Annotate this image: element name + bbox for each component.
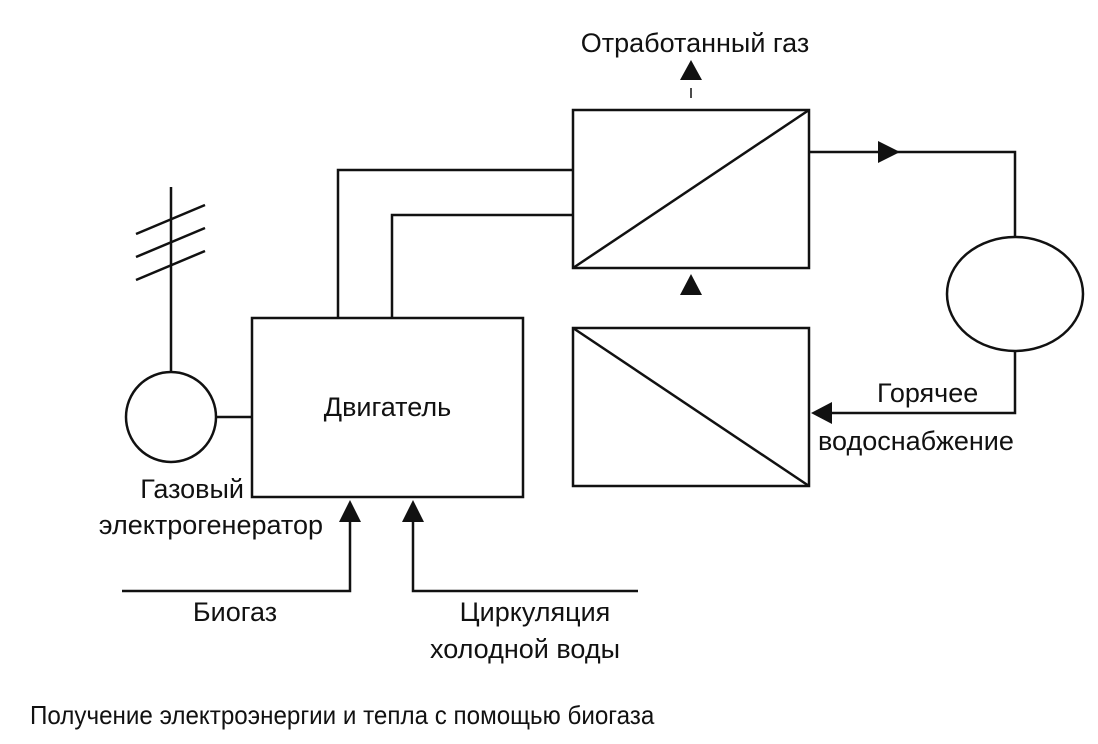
exhaust-arrow-icon [680,60,702,80]
power-line-crossbar [135,226,206,259]
power-line-crossbar [135,203,206,236]
cold-water-arrow-icon [402,500,424,522]
heat-exchanger-bottom-diagonal [572,326,810,488]
generator-label-line1: Газовый [140,474,244,504]
hot-water-out-arrow-icon [878,141,900,163]
exchanger-flow-arrow-icon [680,274,702,295]
hot-water-label-line1: Горячее [877,378,979,408]
biogas-label: Биогаз [192,597,278,627]
cold-water-label-line1: Циркуляция [459,597,611,627]
hot-water-label-line2: водоснабжение [818,426,1014,456]
hot-water-supply-line [809,150,1017,237]
exhaust-label: Отработанный газ [580,28,810,58]
cold-water-label-line2: холодной воды [430,634,620,664]
engine-to-exchanger-pipe-inner [390,213,573,318]
hot-water-tank [945,235,1085,353]
biogas-arrow-icon [339,500,361,522]
engine-label: Двигатель [323,392,452,422]
diagram-caption: Получение электроэнергии и тепла с помощ… [30,700,655,730]
engine-node [250,316,525,499]
heat-exchanger-top-diagonal [572,108,810,270]
cold-water-input-line [411,520,638,593]
hot-water-in-arrow-icon [811,402,832,424]
engine-to-exchanger-pipe-outer [336,168,573,318]
hot-water-return-line [826,351,1017,415]
heat-exchanger-bottom [571,326,811,488]
heat-exchanger-top [571,108,811,270]
generator-label-line2: электрогенератор [98,510,323,540]
generator-node [124,370,218,464]
biogas-input-line [122,520,352,593]
power-line-crossbar [135,249,206,282]
